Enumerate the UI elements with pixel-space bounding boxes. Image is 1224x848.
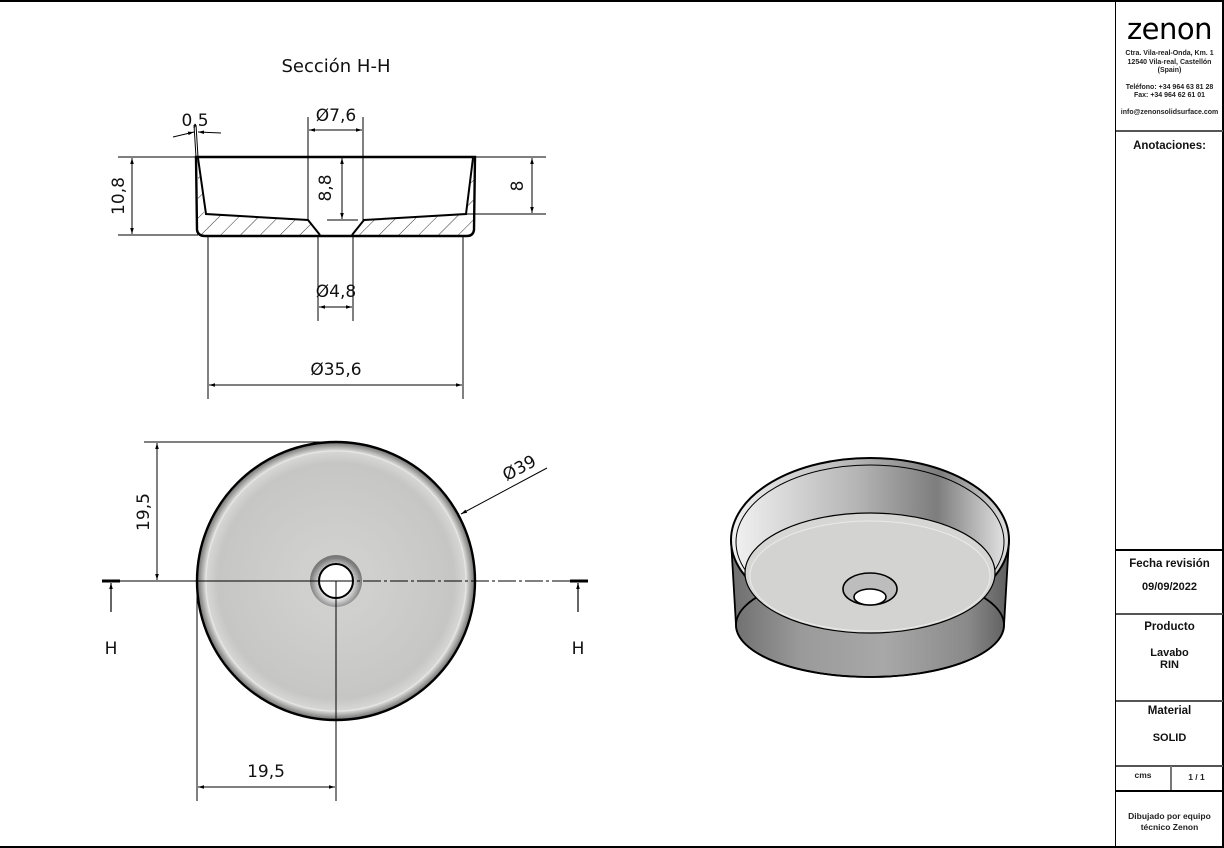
section-marker-right: H xyxy=(572,639,585,659)
section-title: Sección H-H xyxy=(281,56,390,77)
address-line-2: 12540 Vila-real, Castellón xyxy=(1127,58,1212,66)
dim-drain-top-diameter: Ø7,6 xyxy=(316,106,356,126)
product-label: Producto xyxy=(1144,621,1195,633)
revision-date-value: 09/09/2022 xyxy=(1141,581,1198,593)
technical-drawing: Sección H-H 0,5 Ø7,6 10,8 xyxy=(102,56,1010,801)
section-marker-left: H xyxy=(105,639,118,659)
plan-view: H H 19,5 Ø39 19,5 xyxy=(102,440,588,801)
divider xyxy=(1116,130,1223,132)
dim-inner-depth-center: 8,8 xyxy=(316,174,336,201)
revision-date-section: Fecha revisión 09/09/2022 xyxy=(1116,558,1223,593)
section-view: Sección H-H 0,5 Ø7,6 10,8 xyxy=(109,56,546,399)
dim-wall-thickness: 0,5 xyxy=(181,111,208,131)
company-logo: zenon xyxy=(1126,12,1213,46)
annotations-section: Anotaciones: xyxy=(1116,140,1223,152)
sheet-value: 1 / 1 xyxy=(1188,772,1205,782)
dim-drain-bottom-diameter: Ø4,8 xyxy=(316,282,356,302)
material-label: Material xyxy=(1147,705,1192,717)
basin-iso-drain-hole xyxy=(853,588,887,606)
annotations-label: Anotaciones: xyxy=(1133,140,1206,152)
basin-inner-profile-right xyxy=(351,157,474,236)
sheet-border-bottom xyxy=(0,846,1224,848)
dim-radius-horizontal: 19,5 xyxy=(247,762,285,782)
sheet-border-top xyxy=(0,0,1224,2)
address-line-1: Ctra. Vila-real-Onda, Km. 1 xyxy=(1125,50,1214,57)
divider xyxy=(1170,766,1172,790)
sheet-cell: 1 / 1 xyxy=(1170,773,1223,782)
company-info: zenon Ctra. Vila-real-Onda, Km. 1 12540 … xyxy=(1116,0,1223,128)
units-value: cms xyxy=(1134,770,1152,780)
sheet-border-right xyxy=(1222,0,1224,848)
email-address: info@zenonsolidsurface.com xyxy=(1120,108,1219,116)
divider xyxy=(1116,613,1223,615)
dim-total-height: 10,8 xyxy=(109,177,129,215)
basin-inner-profile-left xyxy=(197,157,321,236)
product-name-line-2: RIN xyxy=(1160,659,1179,671)
address-line-3: (Spain) xyxy=(1157,67,1182,74)
divider xyxy=(1116,700,1223,702)
section-hatch-left xyxy=(198,157,320,235)
material-value: SOLID xyxy=(1152,732,1187,744)
dim-radius-vertical: 19,5 xyxy=(134,493,154,531)
revision-date-label: Fecha revisión xyxy=(1129,558,1210,570)
drawn-by-line-1: Dibujado por equipo xyxy=(1128,811,1211,821)
product-name-line-1: Lavabo xyxy=(1150,647,1189,659)
fax-number: Fax: +34 964 62 61 01 xyxy=(1133,92,1206,99)
iso-view xyxy=(730,457,1010,678)
divider xyxy=(1116,549,1223,551)
section-hatch-right xyxy=(352,157,474,235)
title-block: zenon Ctra. Vila-real-Onda, Km. 1 12540 … xyxy=(1115,0,1223,848)
divider xyxy=(1116,765,1223,767)
product-section: Producto Lavabo RIN xyxy=(1116,621,1223,671)
phone-number: Teléfono: +34 964 63 81 28 xyxy=(1125,83,1214,91)
units-cell: cms xyxy=(1116,771,1170,780)
dim-inner-depth-edge: 8 xyxy=(508,181,528,192)
material-section: Material SOLID xyxy=(1116,705,1223,744)
divider xyxy=(1116,790,1223,792)
dim-base-diameter: Ø35,6 xyxy=(310,360,361,380)
basin-outer-profile xyxy=(194,155,477,238)
drawn-by-line-2: técnico Zenon xyxy=(1140,822,1199,832)
dim-outer-diameter: Ø39 xyxy=(499,452,539,486)
drawn-by-section: Dibujado por equipo técnico Zenon xyxy=(1116,811,1223,833)
